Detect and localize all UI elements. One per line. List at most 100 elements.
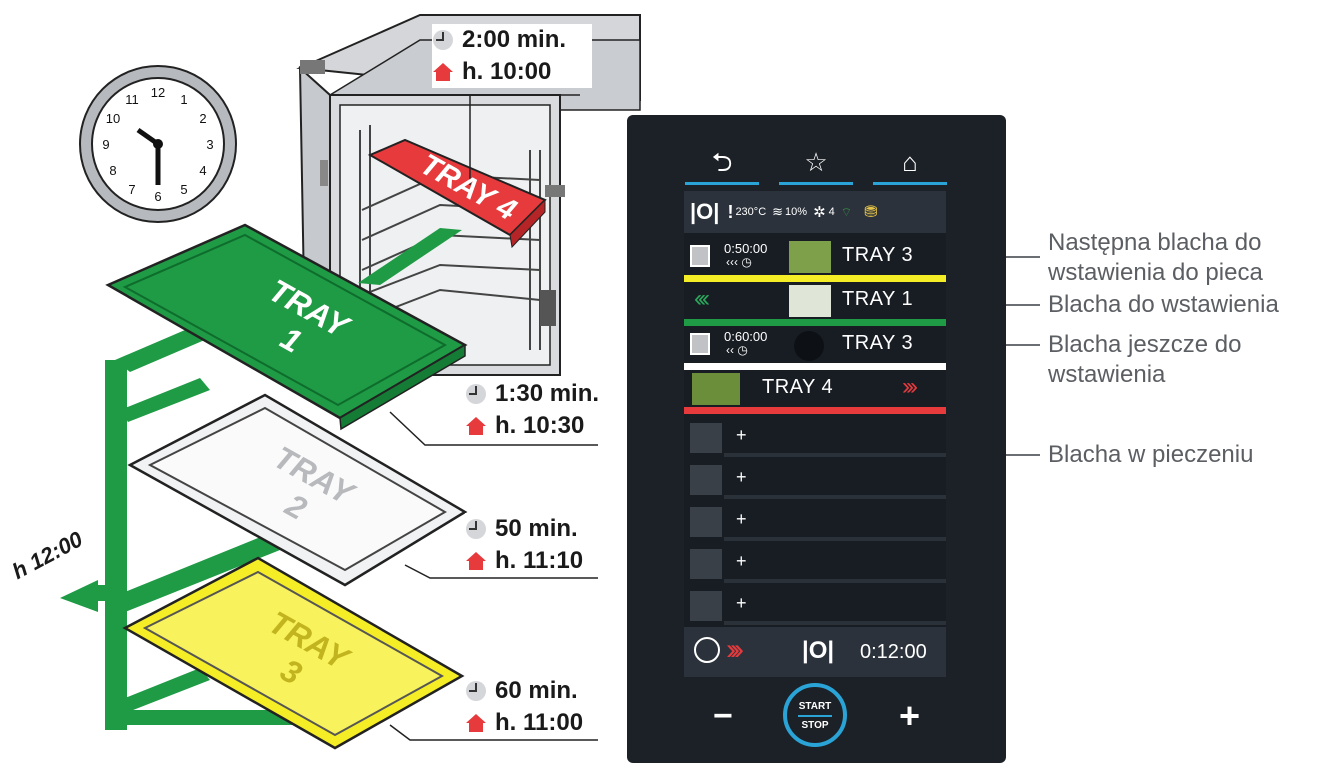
empty-slot-divider	[724, 537, 946, 541]
clock-icon	[694, 637, 720, 663]
empty-slot[interactable]: +	[684, 543, 946, 585]
hour-row: h. 11:10	[465, 545, 600, 577]
favorites-button[interactable]: ☆	[779, 147, 853, 185]
clock-number: 10	[106, 111, 120, 126]
progress-arrows-icon: ›››	[726, 633, 744, 666]
back-button[interactable]: ⮌	[685, 147, 759, 185]
baking-arrows-icon: ›››	[902, 373, 918, 400]
tray-row-pending[interactable]: 0:60:00 ‹‹ ◷ TRAY 3	[684, 327, 946, 370]
tray-time: 0:50:00	[724, 241, 768, 256]
home-icon	[465, 415, 487, 437]
back-arrow-icon: ⮌	[711, 147, 733, 177]
minus-button[interactable]: −	[713, 697, 733, 735]
cooking-mode-icon: |O|	[690, 199, 720, 224]
food-thumbnail	[789, 285, 831, 317]
empty-slot[interactable]: +	[684, 585, 946, 627]
temperature-icon: !	[727, 201, 734, 222]
annotation-tray-baking: Blacha w pieczeniu	[1048, 441, 1254, 468]
total-time-bar: ››› |O| 0:12:00	[684, 627, 946, 677]
clock-number: 8	[109, 163, 116, 178]
duration-row: 1:30 min.	[465, 378, 605, 410]
timer-icon	[465, 680, 487, 702]
time-box-tray-2: 50 min. h. 11:10	[465, 513, 600, 577]
star-icon: ☆	[804, 147, 828, 177]
add-tray-icon: +	[736, 593, 747, 613]
annotation-next-tray: Następna blacha do wstawienia do pieca	[1048, 229, 1263, 286]
hour-text: h. 10:30	[495, 412, 585, 439]
wall-clock	[79, 65, 237, 223]
plus-button[interactable]: +	[899, 695, 921, 736]
duration-row: 2:00 min.	[432, 24, 592, 56]
add-tray-icon: +	[736, 425, 747, 445]
tray-name: TRAY 3	[842, 332, 914, 354]
tray-1-green	[105, 223, 468, 431]
empty-slot-divider	[724, 621, 946, 625]
tray-status-bar-red	[684, 407, 946, 414]
timer-icon	[465, 518, 487, 540]
home-icon	[465, 550, 487, 572]
food-thumbnail	[692, 373, 740, 405]
clock-number: 11	[125, 92, 139, 107]
tray-row-next[interactable]: 0:50:00 ‹‹‹ ◷ TRAY 3	[684, 239, 946, 282]
oven-control-device: ⮌ ☆ ⌂ |O| ! 230°C ≋ 10% ✲ 4 ⌔ ⛃ 0:50:00 …	[627, 115, 1006, 763]
timer-icon	[465, 383, 487, 405]
timer-icon	[432, 29, 454, 51]
home-button[interactable]: ⌂	[873, 147, 947, 185]
tray-name: TRAY 4	[762, 376, 834, 398]
tray-row-baking[interactable]: TRAY 4 ›››	[684, 371, 946, 414]
tray-4-label-number: 4	[491, 190, 522, 228]
time-box-tray-4: 2:00 min. h. 10:00	[432, 24, 592, 88]
tray-status-bar-yellow	[684, 275, 946, 282]
clock-number: 1	[180, 92, 187, 107]
food-placeholder	[794, 331, 824, 361]
wifi-icon: ⌔	[840, 204, 853, 219]
tray-2-white	[127, 393, 468, 587]
empty-slot-timer-icon	[690, 465, 722, 495]
clock-number: 3	[206, 137, 213, 152]
hour-text: h. 10:00	[462, 58, 552, 85]
tray-status-bar-green	[684, 319, 946, 326]
duration-row: 50 min.	[465, 513, 600, 545]
empty-slot-timer-icon	[690, 423, 722, 453]
tray-slot-icon	[690, 333, 710, 355]
tray-name: TRAY 3	[842, 244, 914, 266]
duration-text: 60 min.	[495, 677, 578, 704]
tray-status-bar-white	[684, 363, 946, 370]
empty-slot[interactable]: +	[684, 459, 946, 501]
clock-number: 12	[151, 85, 165, 100]
hour-row: h. 10:00	[432, 56, 592, 88]
duration-text: 2:00 min.	[462, 26, 567, 53]
empty-slot-divider	[724, 453, 946, 457]
time-leader-lines	[389, 94, 598, 741]
empty-slot-divider	[724, 579, 946, 583]
device-screen: |O| ! 230°C ≋ 10% ✲ 4 ⌔ ⛃ 0:50:00 ‹‹‹ ◷ …	[684, 191, 946, 677]
add-tray-icon: +	[736, 551, 747, 571]
time-box-tray-1: 1:30 min. h. 10:30	[465, 378, 605, 442]
empty-slot-divider	[724, 495, 946, 499]
hour-text: h. 11:10	[495, 547, 584, 574]
humidity-value: 10%	[785, 206, 808, 218]
fan-icon: ✲	[813, 204, 826, 221]
favorites-button-underline	[779, 182, 853, 185]
empty-slot[interactable]: +	[684, 501, 946, 543]
clock-number: 4	[199, 163, 206, 178]
home-icon	[465, 712, 487, 734]
rewind-icon: ‹‹‹ ◷	[726, 255, 752, 269]
clock-number: 5	[180, 182, 187, 197]
tray-slot-icon	[690, 245, 710, 267]
insert-arrows-icon: ‹‹‹	[694, 285, 710, 312]
fan-value: 4	[828, 206, 835, 218]
temperature-value: 230°C	[735, 206, 767, 218]
humidity-icon: ≋	[772, 204, 784, 219]
clock-number: 6	[154, 189, 161, 204]
start-stop-button[interactable]: START STOP	[783, 683, 847, 747]
start-stop-divider	[798, 715, 832, 717]
rewind-icon: ‹‹ ◷	[726, 343, 748, 357]
empty-slot-timer-icon	[690, 549, 722, 579]
stop-label: STOP	[801, 720, 829, 731]
empty-slot[interactable]: +	[684, 417, 946, 459]
time-box-tray-3: 60 min. h. 11:00	[465, 675, 600, 739]
tray-row-to-insert[interactable]: ‹‹‹ TRAY 1	[684, 283, 946, 326]
steam-tank-icon: ⛃	[864, 204, 878, 221]
